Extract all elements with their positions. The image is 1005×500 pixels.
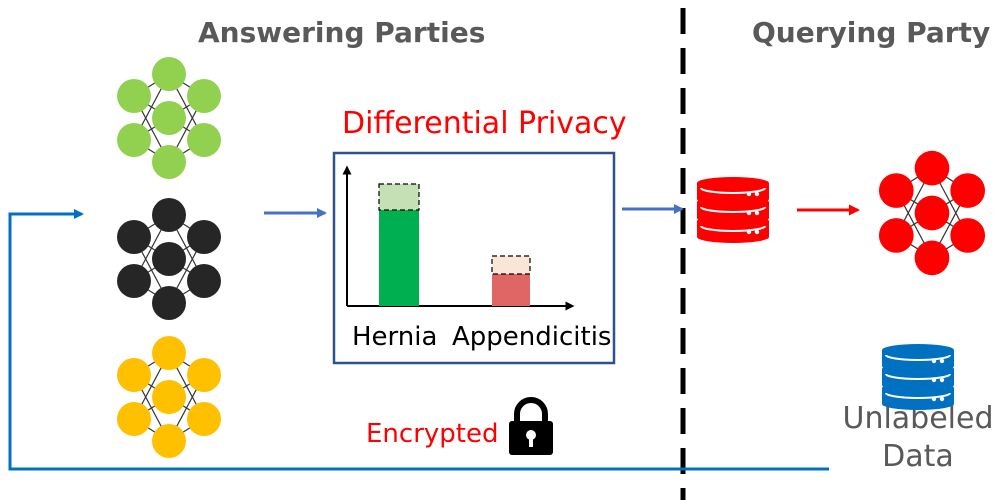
database-band <box>700 225 766 232</box>
database-band <box>885 392 951 399</box>
hernia-label: Hernia <box>352 322 438 352</box>
network-node <box>187 123 221 157</box>
network-node <box>152 336 186 370</box>
unlabeled-data-label: Unlabeled Data <box>838 400 998 476</box>
database-segment-top <box>882 344 954 356</box>
database-light <box>939 358 945 364</box>
database-band <box>700 206 766 213</box>
network-node <box>117 264 151 298</box>
database-light <box>931 377 937 383</box>
database-band <box>700 187 766 194</box>
network-node <box>152 424 186 458</box>
black-neural-network-icon <box>117 198 221 320</box>
database-light <box>746 229 752 235</box>
network-node <box>152 286 186 320</box>
network-node <box>914 240 950 276</box>
green-neural-network-icon <box>117 57 221 179</box>
database-light <box>931 396 937 402</box>
red-database-icon <box>697 177 769 243</box>
database-light <box>939 396 945 402</box>
database-light <box>939 377 945 383</box>
differential-privacy-label: Differential Privacy <box>342 106 627 141</box>
database-light <box>754 210 760 216</box>
database-band <box>885 373 951 380</box>
appendicitis-noise-bar <box>491 255 531 275</box>
network-node <box>117 123 151 157</box>
network-node <box>117 220 151 254</box>
answering-parties-title: Answering Parties <box>198 16 486 49</box>
unlabeled-label-line2: Data <box>882 439 954 474</box>
network-node <box>878 173 914 208</box>
network-node <box>117 358 151 392</box>
network-node <box>187 264 221 298</box>
appendicitis-bar <box>492 273 530 306</box>
network-node <box>152 380 186 414</box>
appendicitis-label: Appendicitis <box>452 322 612 352</box>
hernia-noise-bar <box>378 183 420 211</box>
network-node <box>117 79 151 113</box>
unlabeled-database-icon <box>882 344 954 410</box>
network-node <box>914 150 950 186</box>
feedback-loop-arrow <box>8 209 829 471</box>
network-node <box>950 173 986 208</box>
network-node <box>950 218 986 253</box>
database-light <box>754 229 760 235</box>
yellow-neural-network-icon <box>117 336 221 458</box>
network-node <box>914 195 950 231</box>
network-node <box>878 218 914 253</box>
network-node <box>152 57 186 91</box>
network-node <box>117 402 151 436</box>
encrypted-label: Encrypted <box>366 419 499 449</box>
network-node <box>187 79 221 113</box>
hernia-bar <box>379 209 419 306</box>
network-node <box>187 402 221 436</box>
database-segment-top <box>697 177 769 189</box>
network-node <box>187 358 221 392</box>
network-node <box>152 242 186 276</box>
network-node <box>152 101 186 135</box>
privacy-chart-frame <box>332 151 616 365</box>
database-light <box>931 358 937 364</box>
database-band <box>885 354 951 361</box>
red-neural-network-icon <box>878 150 986 276</box>
database-light <box>746 191 752 197</box>
querying-party-title: Querying Party <box>752 16 991 49</box>
database-light <box>754 191 760 197</box>
database-light <box>746 210 752 216</box>
lock-icon <box>509 397 553 455</box>
network-node <box>152 198 186 232</box>
network-node <box>187 220 221 254</box>
network-node <box>152 145 186 179</box>
